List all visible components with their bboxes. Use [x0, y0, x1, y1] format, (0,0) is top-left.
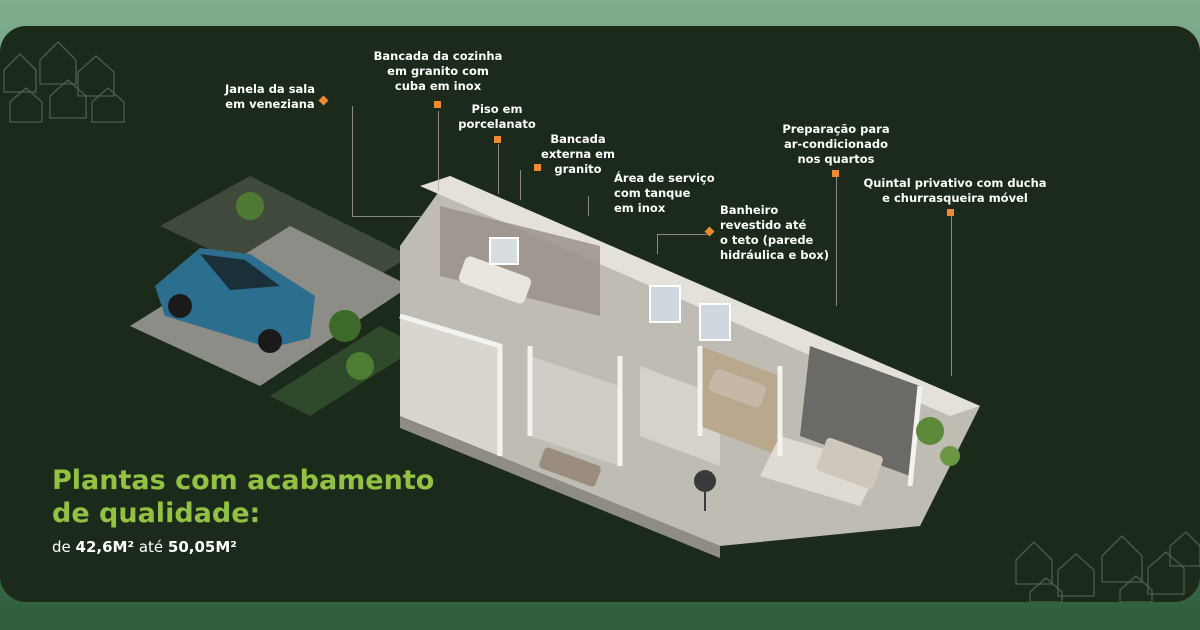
- floorplan-illustration: [130, 176, 980, 558]
- house-outline-pattern-icon: [1015, 531, 1200, 602]
- callout-marker: [832, 170, 839, 177]
- area-mid: até: [138, 538, 164, 556]
- callout-bancada-cozinha: Bancada da cozinha em granito com cuba e…: [373, 49, 503, 93]
- callout-piso: Piso em porcelanato: [458, 102, 536, 131]
- callout-area-servico: Área de serviço com tanque em inox: [614, 171, 715, 215]
- callout-marker: [494, 136, 501, 143]
- grill-icon: [694, 470, 716, 511]
- callout-marker: [534, 164, 541, 171]
- callout-quintal: Quintal privativo com ducha e churrasque…: [863, 176, 1047, 205]
- area-range: de 42,6M² até 50,05M²: [52, 538, 237, 556]
- callout-marker: [434, 101, 441, 108]
- headline-line1: Plantas com acabamento: [52, 465, 435, 496]
- car-icon: [155, 248, 315, 353]
- callout-marker: [318, 95, 329, 106]
- callout-janela: Janela da sala em veneziana: [224, 82, 316, 111]
- area-min: 42,6M²: [75, 538, 135, 556]
- callout-marker: [947, 209, 954, 216]
- callout-bancada-externa: Bancada externa em granito: [541, 132, 615, 176]
- area-max: 50,05M²: [167, 538, 237, 556]
- house-outline-pattern-icon: [3, 41, 125, 123]
- headline-line2: de qualidade:: [52, 498, 261, 529]
- floorplan-panel: Janela da sala em veneziana Bancada da c…: [0, 26, 1200, 602]
- callout-banheiro: Banheiro revestido até o teto (parede hi…: [720, 203, 830, 262]
- area-prefix: de: [52, 538, 71, 556]
- callout-ar-condicionado: Preparação para ar-condicionado nos quar…: [782, 122, 890, 166]
- headline: Plantas com acabamento de qualidade:: [52, 464, 434, 530]
